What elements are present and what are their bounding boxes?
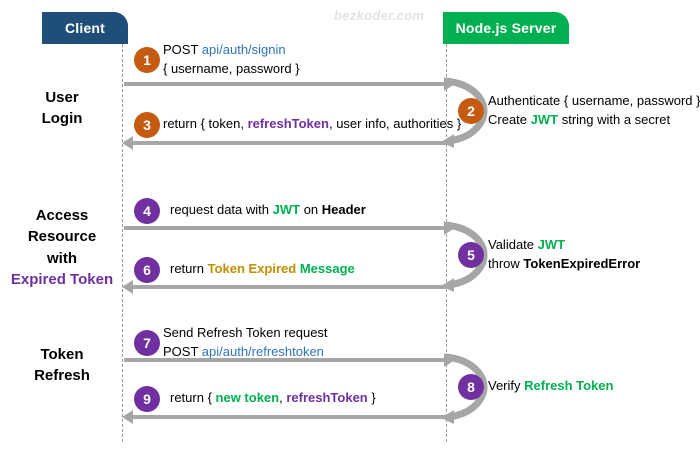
- step-text-4: request data with JWT on Header: [170, 201, 366, 220]
- arrow-line-step-1: [124, 82, 446, 86]
- step-text-run: Header: [321, 202, 366, 217]
- arrow-line-step-7: [124, 358, 446, 362]
- step-text-run: POST: [163, 343, 202, 359]
- step-text-run: request data with: [170, 202, 273, 217]
- step-text-run: Token Expired: [207, 261, 297, 276]
- step-text-run: new token: [215, 390, 280, 405]
- self-loop-arc-step-8: [441, 353, 488, 424]
- step-text-run: Message: [299, 261, 355, 276]
- section-label-line: Expired Token: [10, 270, 114, 288]
- step-text-run: JWT: [530, 111, 559, 127]
- step-text-run: Validate: [488, 237, 538, 252]
- step-number-8[interactable]: 8: [458, 374, 484, 400]
- actor-client-label: Client: [64, 20, 106, 36]
- step-text-run: JWT: [272, 202, 301, 217]
- step-number-2[interactable]: 2: [458, 98, 484, 124]
- arrow-head-step-3: [122, 136, 133, 150]
- step-text-line: Create JWT string with a secret: [488, 111, 700, 130]
- step-text-run: return {: [170, 390, 216, 405]
- step-text-line: Send Refresh Token request: [163, 324, 328, 343]
- step-text-line: throw TokenExpiredError: [488, 255, 640, 274]
- step-text-1: POST api/auth/signin{ username, password…: [163, 41, 300, 79]
- section-label-line: with: [47, 249, 77, 267]
- step-text-run: refreshToken: [247, 116, 329, 131]
- step-number-7[interactable]: 7: [134, 330, 160, 356]
- step-text-run: Create: [488, 111, 531, 127]
- step-text-run: ,: [279, 390, 287, 405]
- step-text-run: throw: [488, 255, 524, 271]
- arrow-line-step-9: [133, 415, 446, 419]
- actor-server-label: Node.js Server: [455, 20, 557, 36]
- arrow-line-step-4: [124, 226, 446, 230]
- self-loop-arc-step-2: [441, 77, 488, 148]
- step-text-run: POST: [163, 42, 202, 57]
- lifeline-server: [446, 44, 447, 442]
- step-text-run: }: [367, 390, 376, 405]
- arrow-head-step-6: [122, 280, 133, 294]
- lifeline-client: [122, 44, 123, 442]
- section-label-line: Refresh: [34, 367, 90, 385]
- step-text-run: api/auth/refreshtoken: [201, 343, 324, 359]
- step-text-line: return { new token, refreshToken }: [170, 389, 376, 408]
- step-number-4[interactable]: 4: [134, 198, 160, 224]
- arrow-line-step-3: [133, 141, 446, 145]
- step-text-run: { username, password }: [163, 60, 300, 76]
- section-label-line: Login: [41, 110, 83, 128]
- step-text-8: Verify Refresh Token: [488, 377, 613, 396]
- arrow-line-step-6: [133, 285, 446, 289]
- step-text-line: Authenticate { username, password }: [488, 92, 700, 111]
- step-text-line: POST api/auth/signin: [163, 41, 300, 60]
- step-number-9[interactable]: 9: [134, 386, 160, 412]
- step-text-line: request data with JWT on Header: [170, 201, 366, 220]
- step-text-2: Authenticate { username, password } Creat…: [488, 92, 700, 130]
- step-number-6[interactable]: 6: [134, 257, 160, 283]
- step-text-line: { username, password }: [163, 60, 300, 79]
- step-text-line: return Token Expired Message: [170, 260, 355, 279]
- step-text-run: , user info, authorities }: [328, 116, 462, 131]
- step-text-line: Verify Refresh Token: [488, 377, 613, 396]
- step-text-run: TokenExpiredError: [523, 255, 641, 271]
- self-loop-arc-step-5: [441, 221, 488, 292]
- step-text-line: Validate JWT: [488, 236, 640, 255]
- section-label-line: Token: [40, 346, 84, 363]
- step-text-run: Verify: [488, 378, 525, 393]
- step-text-run: on: [300, 202, 322, 217]
- step-number-5[interactable]: 5: [458, 242, 484, 268]
- step-text-run: api/auth/signin: [201, 42, 286, 57]
- step-text-run: Authenticate { username, password }: [488, 93, 700, 108]
- step-text-run: refreshToken: [286, 390, 368, 405]
- step-text-run: return { token,: [163, 116, 248, 131]
- step-text-line: return { token, refreshToken, user info,…: [163, 115, 461, 134]
- actor-client-header: Client: [42, 12, 128, 44]
- step-text-9: return { new token, refreshToken }: [170, 389, 376, 408]
- step-text-3: return { token, refreshToken, user info,…: [163, 115, 461, 134]
- arrow-head-step-9: [122, 410, 133, 424]
- step-text-run: return: [170, 261, 208, 276]
- step-text-run: Refresh Token: [524, 378, 614, 393]
- step-text-run: JWT: [537, 237, 566, 252]
- actor-server-header: Node.js Server: [443, 12, 569, 44]
- step-number-3[interactable]: 3: [134, 112, 160, 138]
- step-text-run: Send Refresh Token request: [163, 325, 328, 340]
- step-text-run: string with a secret: [558, 111, 671, 127]
- step-text-6: return Token Expired Message: [170, 260, 355, 279]
- section-label-line: Access: [35, 207, 89, 224]
- watermark-text: bezkoder.com: [334, 8, 425, 23]
- section-label-line: User: [45, 89, 79, 106]
- section-label-line: Resource: [27, 228, 97, 246]
- step-text-line: POST api/auth/refreshtoken: [163, 343, 328, 362]
- step-number-1[interactable]: 1: [134, 47, 160, 73]
